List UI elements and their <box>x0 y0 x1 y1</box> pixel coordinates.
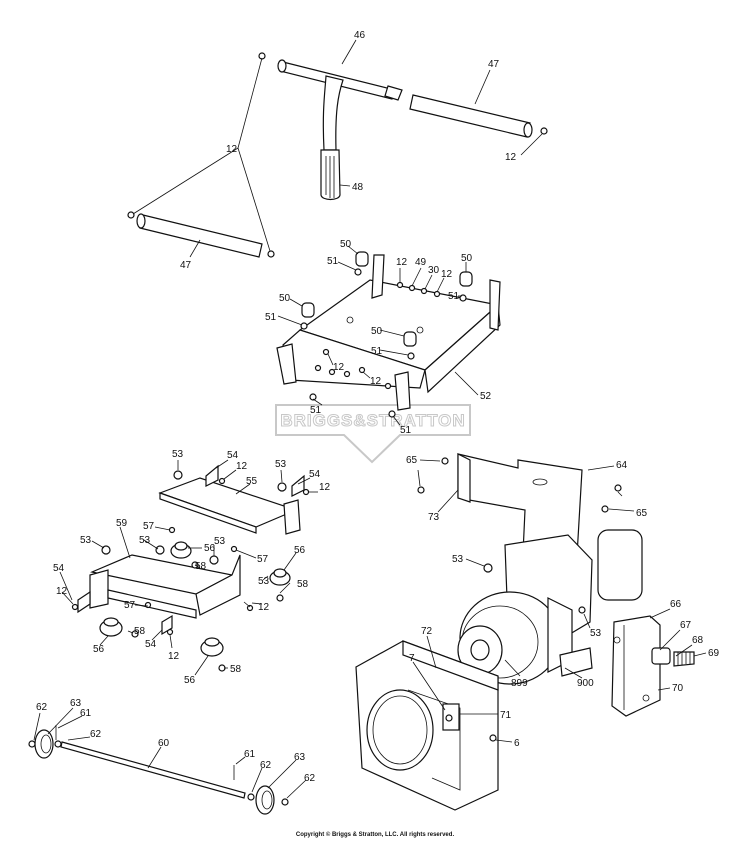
wheel-axle-assembly <box>28 707 307 815</box>
callout-51: 51 <box>371 346 383 357</box>
callout-56: 56 <box>294 545 306 556</box>
callout-7: 7 <box>409 653 415 664</box>
callout-47: 47 <box>180 260 192 271</box>
callout-57: 57 <box>257 554 269 565</box>
callout-62: 62 <box>36 702 48 713</box>
callout-73: 73 <box>428 512 440 523</box>
callout-70: 70 <box>672 683 684 694</box>
callout-12: 12 <box>236 461 248 472</box>
callout-12: 12 <box>226 144 238 155</box>
callout-69: 69 <box>708 648 720 659</box>
callout-56: 56 <box>93 644 105 655</box>
callout-51: 51 <box>265 312 277 323</box>
copyright-notice: Copyright © Briggs & Stratton, LLC. All … <box>295 832 455 838</box>
watermark-logo: BRIGGS&STRATTON <box>275 404 471 464</box>
frame-cradle <box>276 245 501 426</box>
callout-50: 50 <box>279 293 291 304</box>
callout-12: 12 <box>370 376 382 387</box>
callout-63: 63 <box>294 752 306 763</box>
callout-55: 55 <box>246 476 258 487</box>
callout-labels: 46 47 48 12 12 47 50 51 12 49 30 12 50 5… <box>36 30 720 784</box>
watermark-text: BRIGGS&STRATTON <box>280 411 465 430</box>
callout-58: 58 <box>195 561 207 572</box>
callout-61: 61 <box>244 749 256 760</box>
callout-57: 57 <box>124 600 136 611</box>
callout-49: 49 <box>415 257 427 268</box>
callout-56: 56 <box>204 543 216 554</box>
callout-12: 12 <box>168 651 180 662</box>
callout-50: 50 <box>371 326 383 337</box>
callout-66: 66 <box>670 599 682 610</box>
callout-30: 30 <box>428 265 440 276</box>
callout-900: 900 <box>577 678 594 689</box>
callout-12: 12 <box>56 586 68 597</box>
callout-47: 47 <box>488 59 500 70</box>
callout-61: 61 <box>80 708 92 719</box>
mounting-brackets <box>59 459 318 676</box>
callout-53: 53 <box>590 628 602 639</box>
callout-64: 64 <box>616 460 628 471</box>
callout-50: 50 <box>461 253 473 264</box>
callout-71: 71 <box>500 710 512 721</box>
callout-53: 53 <box>214 536 226 547</box>
callout-12: 12 <box>319 482 331 493</box>
callout-51: 51 <box>448 291 460 302</box>
callout-58: 58 <box>297 579 309 590</box>
callout-62: 62 <box>304 773 316 784</box>
callout-57: 57 <box>143 521 155 532</box>
callout-62: 62 <box>90 729 102 740</box>
callout-50: 50 <box>340 239 352 250</box>
callout-63: 63 <box>70 698 82 709</box>
callout-6: 6 <box>514 738 520 749</box>
callout-65: 65 <box>406 455 418 466</box>
callout-54: 54 <box>145 639 157 650</box>
callout-54: 54 <box>53 563 65 574</box>
callout-46: 46 <box>354 30 366 41</box>
callout-53: 53 <box>275 459 287 470</box>
callout-12: 12 <box>333 362 345 373</box>
callout-68: 68 <box>692 635 704 646</box>
callout-56: 56 <box>184 675 196 686</box>
callout-62: 62 <box>260 760 272 771</box>
callout-51: 51 <box>400 425 412 436</box>
callout-12: 12 <box>505 152 517 163</box>
callout-54: 54 <box>309 469 321 480</box>
callout-53: 53 <box>172 449 184 460</box>
callout-12: 12 <box>258 602 270 613</box>
callout-899: 899 <box>511 678 528 689</box>
callout-53: 53 <box>80 535 92 546</box>
callout-48: 48 <box>352 182 364 193</box>
callout-58: 58 <box>230 664 242 675</box>
callout-53: 53 <box>258 576 270 587</box>
callout-72: 72 <box>421 626 433 637</box>
callout-65: 65 <box>636 508 648 519</box>
callout-59: 59 <box>116 518 128 529</box>
callout-53: 53 <box>139 535 151 546</box>
callout-54: 54 <box>227 450 239 461</box>
callout-60: 60 <box>158 738 170 749</box>
callout-51: 51 <box>327 256 339 267</box>
handle-assembly <box>127 39 548 258</box>
callout-58: 58 <box>134 626 146 637</box>
callout-67: 67 <box>680 620 692 631</box>
callout-52: 52 <box>480 391 492 402</box>
callout-12: 12 <box>441 269 453 280</box>
callout-53: 53 <box>452 554 464 565</box>
generator-assembly <box>355 453 707 811</box>
callout-51: 51 <box>310 405 322 416</box>
callout-12: 12 <box>396 257 408 268</box>
